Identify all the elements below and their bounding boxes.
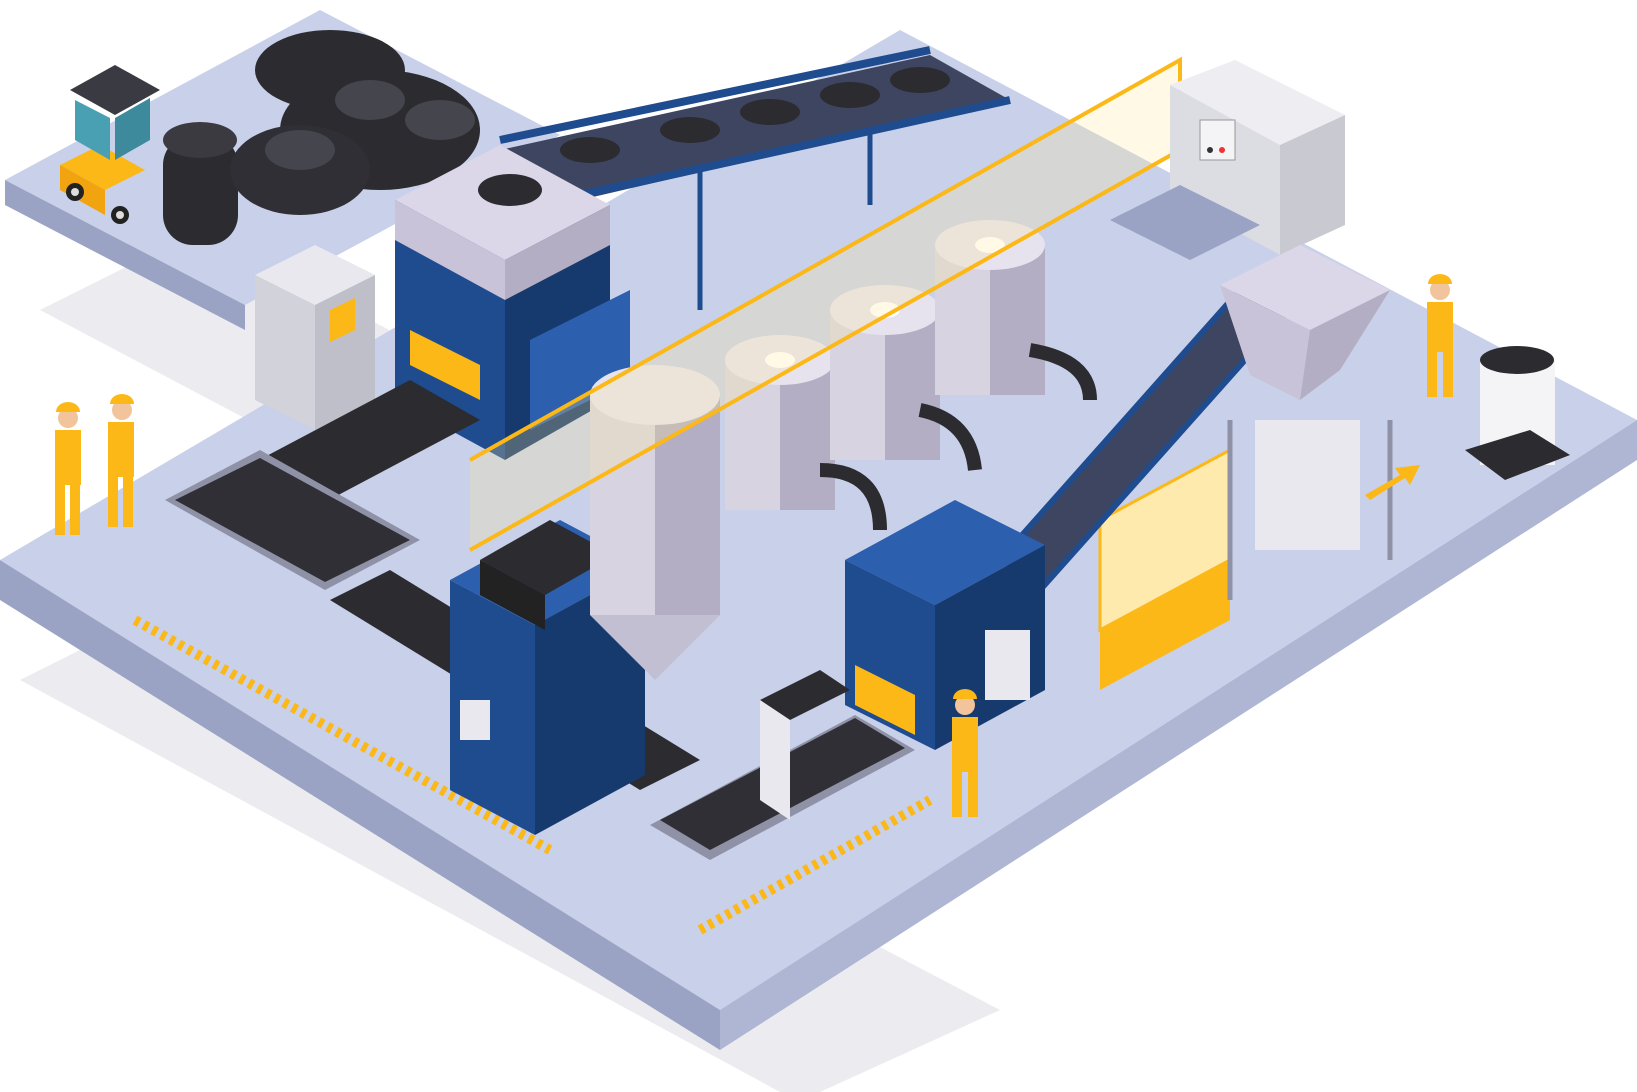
worker xyxy=(55,402,81,535)
shredder xyxy=(395,145,630,460)
worker xyxy=(952,689,978,817)
worker xyxy=(1427,274,1453,397)
hazard-stripes xyxy=(132,615,933,935)
grinder xyxy=(845,500,1045,750)
control-panels xyxy=(1110,60,1345,260)
workers xyxy=(55,274,1453,817)
storage-tank xyxy=(590,365,720,680)
crumb-conveyor xyxy=(997,288,1288,592)
silo-tanks xyxy=(725,220,1097,531)
output-conveyor xyxy=(650,670,915,860)
tire-pile xyxy=(163,30,480,245)
worker xyxy=(108,394,134,527)
main-floor xyxy=(0,30,1637,1050)
floor-arrow xyxy=(1365,465,1420,500)
hopper-separator xyxy=(1220,245,1393,600)
forklift xyxy=(60,65,160,224)
electrical-cabinet xyxy=(255,245,375,430)
collection-bin xyxy=(1465,346,1570,480)
inclined-tire-conveyor xyxy=(499,46,1011,310)
